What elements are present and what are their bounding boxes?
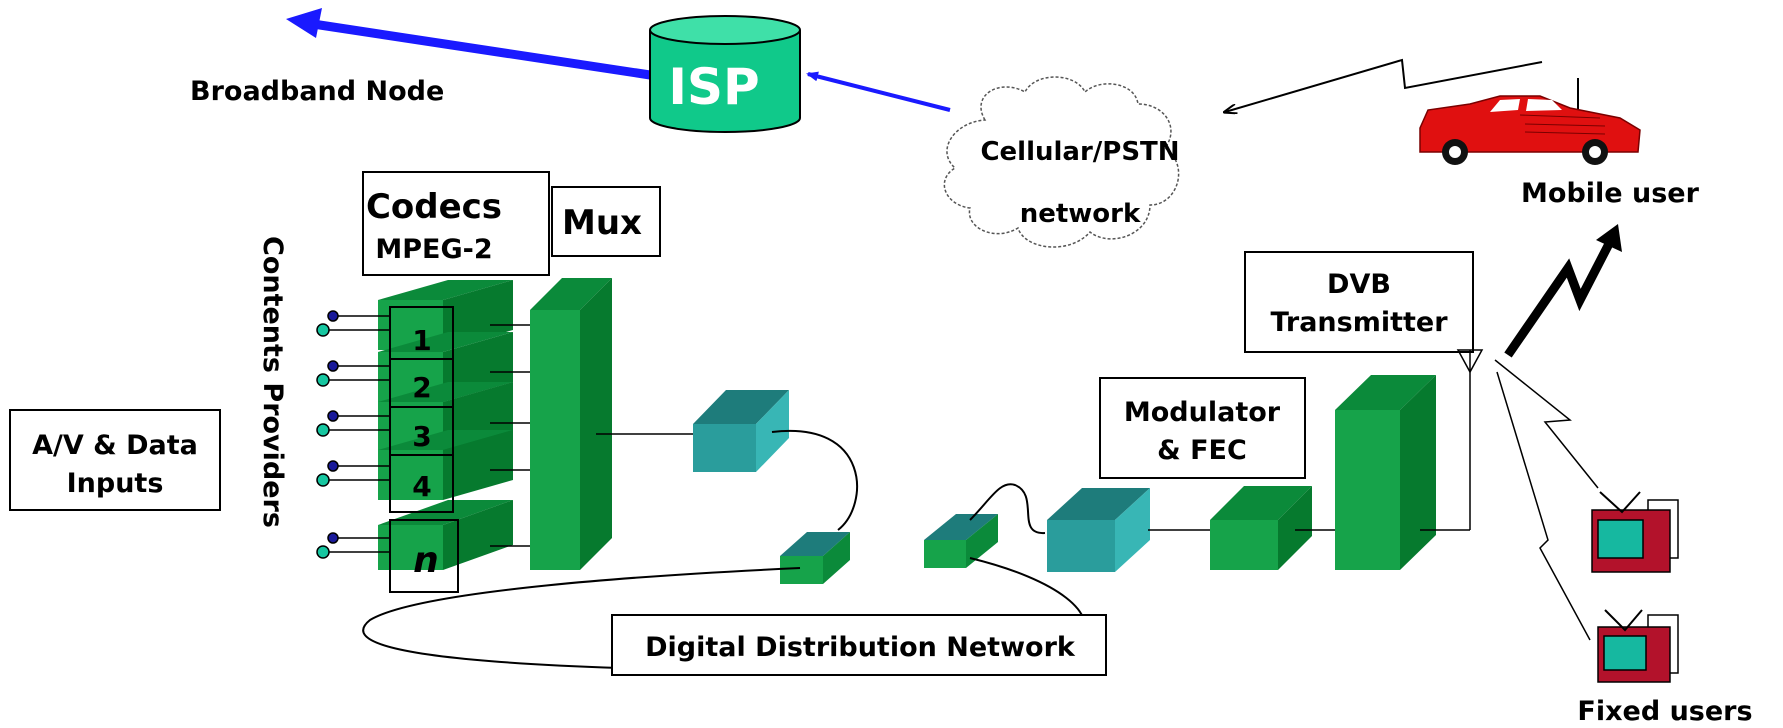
codec-mux-links <box>490 324 530 547</box>
mux-label: Mux <box>562 203 642 243</box>
car-to-cellular-link <box>1225 58 1543 112</box>
mux-box <box>551 186 661 257</box>
broadband-node-label: Broadband Node <box>190 76 444 107</box>
modulator-line2: & FEC <box>1157 435 1247 466</box>
cellular-label-line2: network <box>1020 199 1141 229</box>
broadcast-fixed-link <box>1496 371 1591 641</box>
channel-label: 2 <box>412 371 431 404</box>
channel-box <box>389 454 454 513</box>
codec-unit <box>378 500 513 570</box>
modulator-box <box>1099 377 1306 479</box>
av-inputs-line1: A/V & Data <box>32 430 198 461</box>
isp-label: ISP <box>668 58 759 116</box>
codec-stack: 1 2 3 4 n <box>378 280 513 593</box>
codecs-label: Codecs <box>366 187 502 227</box>
av-inputs-line2: Inputs <box>67 468 164 499</box>
transmitter-block <box>1335 375 1436 570</box>
fixed-users-label: Fixed users <box>1577 696 1752 727</box>
modulator-block <box>1210 486 1312 570</box>
network-node <box>1047 488 1150 572</box>
channel-box <box>389 519 459 593</box>
cellular-to-isp-arrow <box>806 71 951 112</box>
tv-icon <box>1591 491 1679 573</box>
broadband-arrow <box>286 8 651 80</box>
cellular-cloud-icon <box>943 76 1180 248</box>
contents-providers-label: Contents Providers <box>257 236 288 528</box>
broadcast-mobile-arrow <box>1504 224 1622 358</box>
channel-label: 1 <box>412 324 431 357</box>
cellular-label-line1: Cellular/PSTN <box>980 137 1179 167</box>
input-connectors <box>316 310 390 559</box>
distribution-label: Digital Distribution Network <box>645 632 1076 663</box>
codec-unit <box>378 430 513 500</box>
mobile-user-label: Mobile user <box>1521 178 1700 209</box>
antenna-icon <box>1420 349 1484 531</box>
channel-label: n <box>413 540 439 581</box>
isp-database-icon <box>649 15 801 133</box>
mpeg2-label: MPEG-2 <box>375 234 492 265</box>
channel-label: 3 <box>412 420 431 453</box>
channel-label: 4 <box>412 470 431 503</box>
mux-block <box>530 278 612 570</box>
network-node <box>924 514 998 568</box>
cable <box>771 429 858 531</box>
distribution-box <box>611 614 1107 676</box>
dvb-line2: Transmitter <box>1270 307 1448 338</box>
dvb-transmitter-box <box>1244 251 1474 353</box>
codecs-box <box>362 171 550 276</box>
broadcast-fixed-link <box>1494 359 1599 489</box>
dvb-line1: DVB <box>1327 269 1391 300</box>
av-inputs-box <box>9 409 221 511</box>
modulator-line1: Modulator <box>1124 397 1281 428</box>
tv-icon <box>1597 609 1679 683</box>
network-node <box>780 532 850 584</box>
cable <box>969 483 1046 535</box>
car-icon <box>1419 78 1641 165</box>
